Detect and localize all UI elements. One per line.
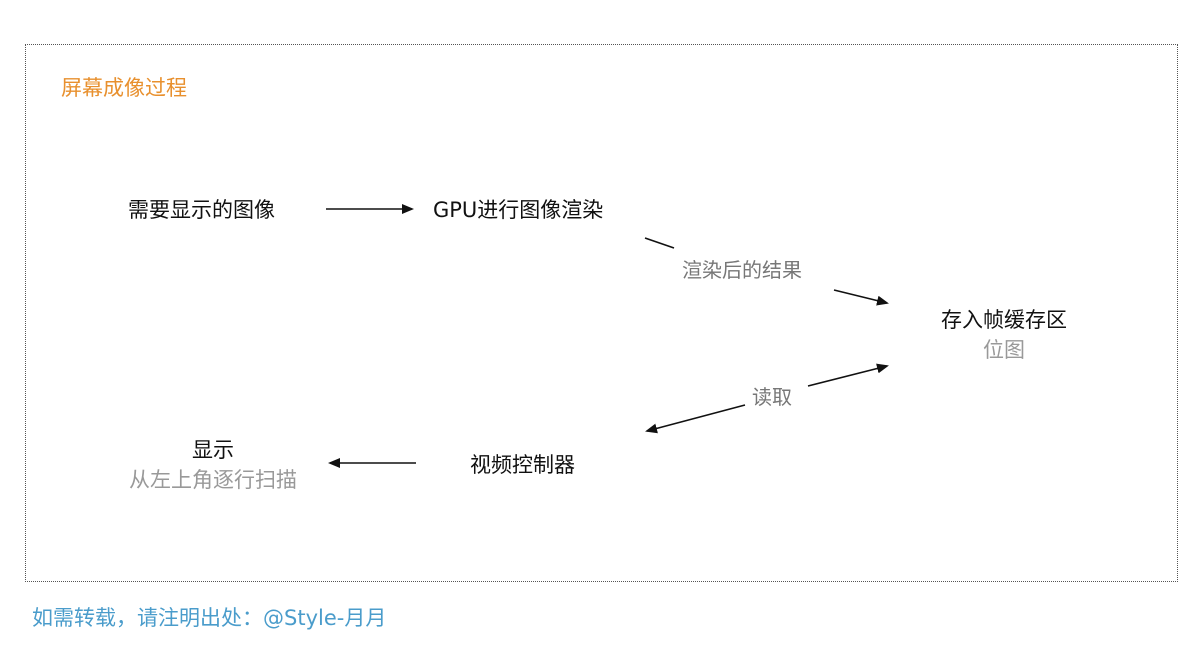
diagram-frame xyxy=(25,44,1178,582)
edge-label-render-result: 渲染后的结果 xyxy=(678,255,806,285)
node-frame-buffer: 存入帧缓存区 位图 xyxy=(926,305,1082,365)
diagram-title: 屏幕成像过程 xyxy=(61,76,187,100)
node-display-label: 显示 xyxy=(192,438,234,462)
node-frame-buffer-sublabel: 位图 xyxy=(983,338,1025,362)
node-gpu-render: GPU进行图像渲染 xyxy=(433,195,603,225)
node-image-to-display: 需要显示的图像 xyxy=(128,195,275,225)
edge-label-read: 读取 xyxy=(748,382,796,412)
node-frame-buffer-label: 存入帧缓存区 xyxy=(941,308,1067,332)
node-display-sublabel: 从左上角逐行扫描 xyxy=(129,468,297,492)
node-video-controller: 视频控制器 xyxy=(470,450,575,480)
node-gpu-render-label: GPU进行图像渲染 xyxy=(433,198,604,222)
footer-copyright: 如需转载，请注明出处：@Style-月月 xyxy=(32,606,387,630)
node-display: 显示 从左上角逐行扫描 xyxy=(110,435,316,495)
node-video-controller-label: 视频控制器 xyxy=(470,453,575,477)
node-image-to-display-label: 需要显示的图像 xyxy=(128,198,275,222)
